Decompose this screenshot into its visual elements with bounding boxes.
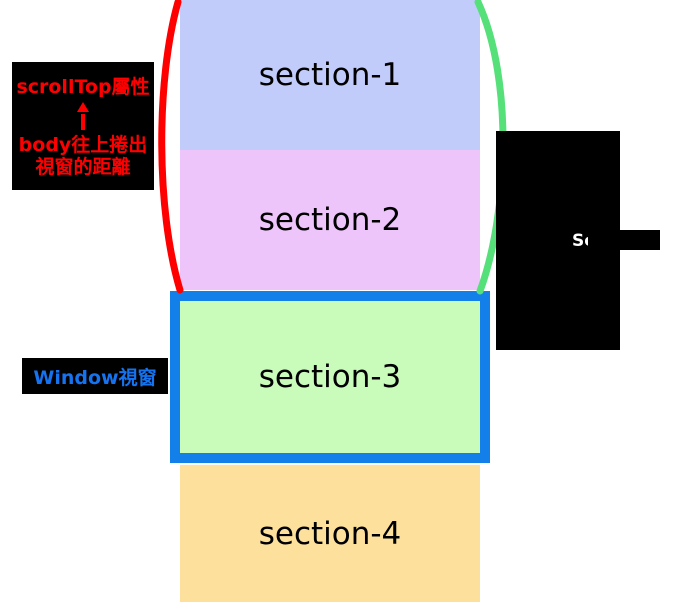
window-viewport-frame: section-3 <box>170 291 490 463</box>
scrolltop-annotation: scrollTop屬性 body往上捲出 視窗的距離 <box>12 62 154 190</box>
section-1-label: section-1 <box>258 57 402 93</box>
section-2-label: section-2 <box>258 202 402 238</box>
scrollheight-annotation-label: Sc <box>572 230 595 251</box>
scrollheight-label-occluder <box>588 230 660 250</box>
section-4-block: section-4 <box>180 465 480 602</box>
section-3-block: section-3 <box>180 301 480 453</box>
scrolltop-description-line-1: body往上捲出 <box>18 134 148 156</box>
section-4-label: section-4 <box>258 515 402 552</box>
scrolltop-description: body往上捲出 視窗的距離 <box>19 134 148 178</box>
up-arrow-stem-icon <box>81 114 85 130</box>
up-arrow-icon <box>77 102 89 112</box>
scrolltop-heading: scrollTop屬性 <box>16 76 150 98</box>
window-annotation: Window視窗 <box>22 358 168 394</box>
section-3-label: section-3 <box>258 359 402 395</box>
section-1-block: section-1 <box>180 0 480 150</box>
window-annotation-label: Window視窗 <box>33 366 157 389</box>
scrolltop-description-line-2: 視窗的距離 <box>35 156 131 178</box>
scroll-top-extent-curve <box>158 0 184 294</box>
section-2-block: section-2 <box>180 150 480 290</box>
